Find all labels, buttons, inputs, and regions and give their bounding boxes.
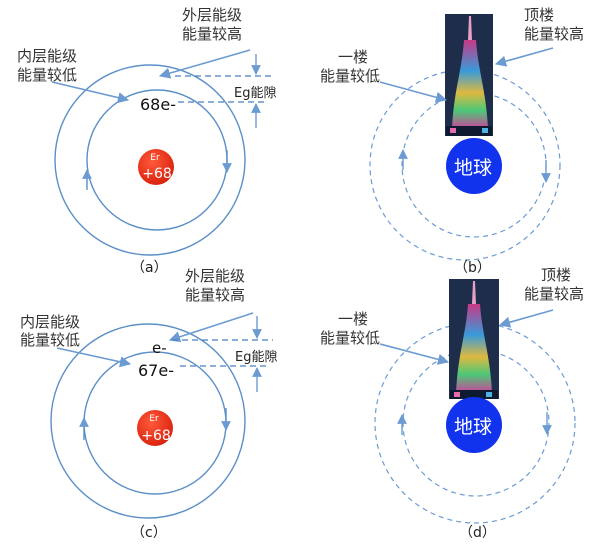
nucleus-charge: +68 [142,166,172,182]
outer-level-label-2: 能量较高 [185,286,245,304]
panel-d: 地球 顶楼 能量较高 一楼 能量较低 （d） [320,266,584,541]
outer-label-arrow [158,49,251,79]
energy-gap-label: Eg能隙 [235,350,277,365]
outer-level-label: 外层能级 [182,6,242,24]
earth [446,138,502,194]
top-floor-label-2: 能量较高 [524,25,584,43]
caption-a: （a） [131,260,168,276]
electron-count: 67e- [138,361,174,380]
caption-b: （b） [454,260,491,276]
outer-level-label: 外层能级 [185,267,245,285]
energy-gap-label: Eg能隙 [234,86,276,101]
nucleus-symbol: Er [149,414,159,424]
tower-picture [449,279,499,399]
panel-a: Er +68 68e- 外层能级 能量较高 内层能级 能量较低 Eg能隙 （a） [17,6,276,276]
tower-picture [445,14,493,136]
electron-count: 68e- [140,95,176,114]
earth-label: 地球 [454,416,492,438]
outer-level-label-2: 能量较高 [182,25,242,43]
nucleus [138,149,174,185]
top-label-arrow [498,309,554,328]
inner-label-arrow [51,81,130,104]
top-floor-label: 顶楼 [541,266,571,284]
first-floor-label-2: 能量较低 [320,67,380,85]
top-label-arrow [494,47,554,67]
first-floor-label: 一楼 [338,48,368,66]
nucleus-charge: +68 [141,428,171,444]
earth [446,397,502,453]
outer-orbit [50,323,246,519]
inner-level-label: 内层能级 [17,47,77,65]
inner-level-label-2: 能量较低 [17,66,77,84]
inner-level-label: 内层能级 [20,313,80,331]
outer-orbit-dashed [369,69,561,261]
first-floor-label: 一楼 [338,310,368,328]
top-floor-label: 顶楼 [524,6,554,24]
bottom-label-arrow [379,81,448,103]
inner-level-label-2: 能量较低 [20,331,80,349]
panel-b: 地球 顶楼 能量较高 一楼 能量较低 （b） [320,6,584,276]
outer-orbit [54,64,246,256]
caption-c: （c） [131,525,167,541]
top-floor-label-2: 能量较高 [524,285,584,303]
nucleus-symbol: Er [150,153,160,163]
inner-label-arrow [56,347,132,368]
earth-label: 地球 [454,157,492,179]
panel-c: Er +68 e- 67e- 外层能级 能量较高 内层能级 能量较低 Eg能隙 … [20,267,277,541]
first-floor-label-2: 能量较低 [320,329,380,347]
bottom-label-arrow [379,343,450,365]
nucleus [137,410,173,446]
outer-label-arrow [168,312,254,343]
caption-d: （d） [459,525,496,541]
outer-electron: e- [152,339,167,357]
